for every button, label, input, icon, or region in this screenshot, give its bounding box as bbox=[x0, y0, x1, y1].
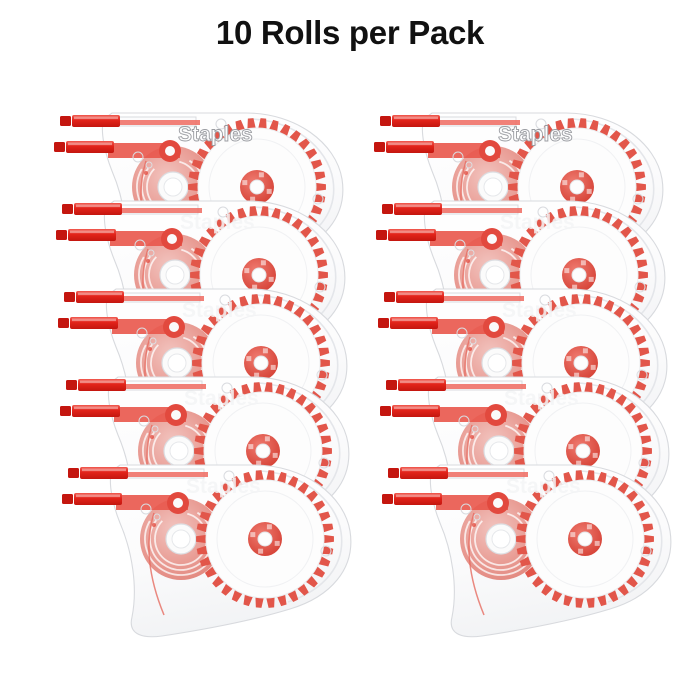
tape-path bbox=[468, 512, 485, 616]
applicator-tip bbox=[382, 203, 442, 215]
applicator-tip bbox=[58, 317, 118, 329]
molded-detail bbox=[454, 206, 646, 293]
applicator-tip bbox=[384, 291, 444, 303]
applicator-tip bbox=[62, 203, 122, 215]
brand-logo-text: Staples bbox=[178, 123, 253, 146]
applicator-arm bbox=[428, 116, 520, 162]
applicator-tip bbox=[54, 141, 114, 153]
molded-detail bbox=[456, 294, 648, 381]
brand-logo-text: Staples bbox=[500, 211, 575, 234]
applicator-tip bbox=[68, 467, 128, 479]
tape-path bbox=[148, 512, 165, 616]
molded-detail bbox=[460, 470, 652, 557]
applicator-arm bbox=[430, 204, 522, 250]
body-rim-highlight bbox=[575, 470, 663, 603]
brand-logo-text: Staples bbox=[180, 211, 255, 234]
brand-logo-text: Staples bbox=[506, 475, 581, 498]
tape-spool bbox=[140, 498, 222, 580]
tape-spool bbox=[460, 498, 542, 580]
applicator-tip bbox=[66, 379, 126, 391]
applicator-arm bbox=[432, 292, 524, 338]
brand-logo-text: Staples bbox=[502, 299, 577, 322]
applicator-tip bbox=[376, 229, 436, 241]
molded-detail bbox=[132, 118, 324, 205]
tape-roll-item: Staples bbox=[378, 447, 688, 642]
brand-logo-text: Staples bbox=[184, 387, 259, 410]
correction-tape-roll-graphic: Staples bbox=[62, 464, 352, 638]
gear-wheel bbox=[196, 470, 334, 608]
applicator-arm bbox=[108, 116, 200, 162]
correction-tape-roll-graphic: Staples bbox=[382, 464, 672, 638]
applicator-tip bbox=[380, 405, 440, 417]
applicator-arm bbox=[112, 292, 204, 338]
molded-detail bbox=[452, 118, 644, 205]
applicator-arm bbox=[114, 380, 206, 426]
gear-wheel bbox=[516, 470, 654, 608]
applicator-tip bbox=[388, 467, 448, 479]
applicator-tip bbox=[56, 229, 116, 241]
molded-detail bbox=[138, 382, 330, 469]
applicator-tip bbox=[382, 493, 442, 505]
brand-logo-text: Staples bbox=[182, 299, 257, 322]
applicator-tip bbox=[60, 115, 120, 127]
applicator-tip bbox=[60, 405, 120, 417]
brand-logo-text: Staples bbox=[504, 387, 579, 410]
applicator-tip bbox=[386, 379, 446, 391]
tape-roll-item: Staples bbox=[58, 447, 368, 642]
molded-detail bbox=[458, 382, 650, 469]
applicator-tip bbox=[374, 141, 434, 153]
body-rim-highlight bbox=[255, 470, 343, 603]
molded-detail bbox=[140, 470, 332, 557]
molded-detail bbox=[134, 206, 326, 293]
applicator-arm bbox=[110, 204, 202, 250]
applicator-tip bbox=[64, 291, 124, 303]
applicator-arm bbox=[116, 468, 208, 514]
applicator-tip bbox=[62, 493, 122, 505]
page-title: 10 Rolls per Pack bbox=[215, 14, 485, 51]
applicator-tip bbox=[378, 317, 438, 329]
molded-detail bbox=[136, 294, 328, 381]
brand-logo-text: Staples bbox=[498, 123, 573, 146]
brand-logo-text: Staples bbox=[186, 475, 261, 498]
applicator-arm bbox=[436, 468, 528, 514]
applicator-tip bbox=[380, 115, 440, 127]
